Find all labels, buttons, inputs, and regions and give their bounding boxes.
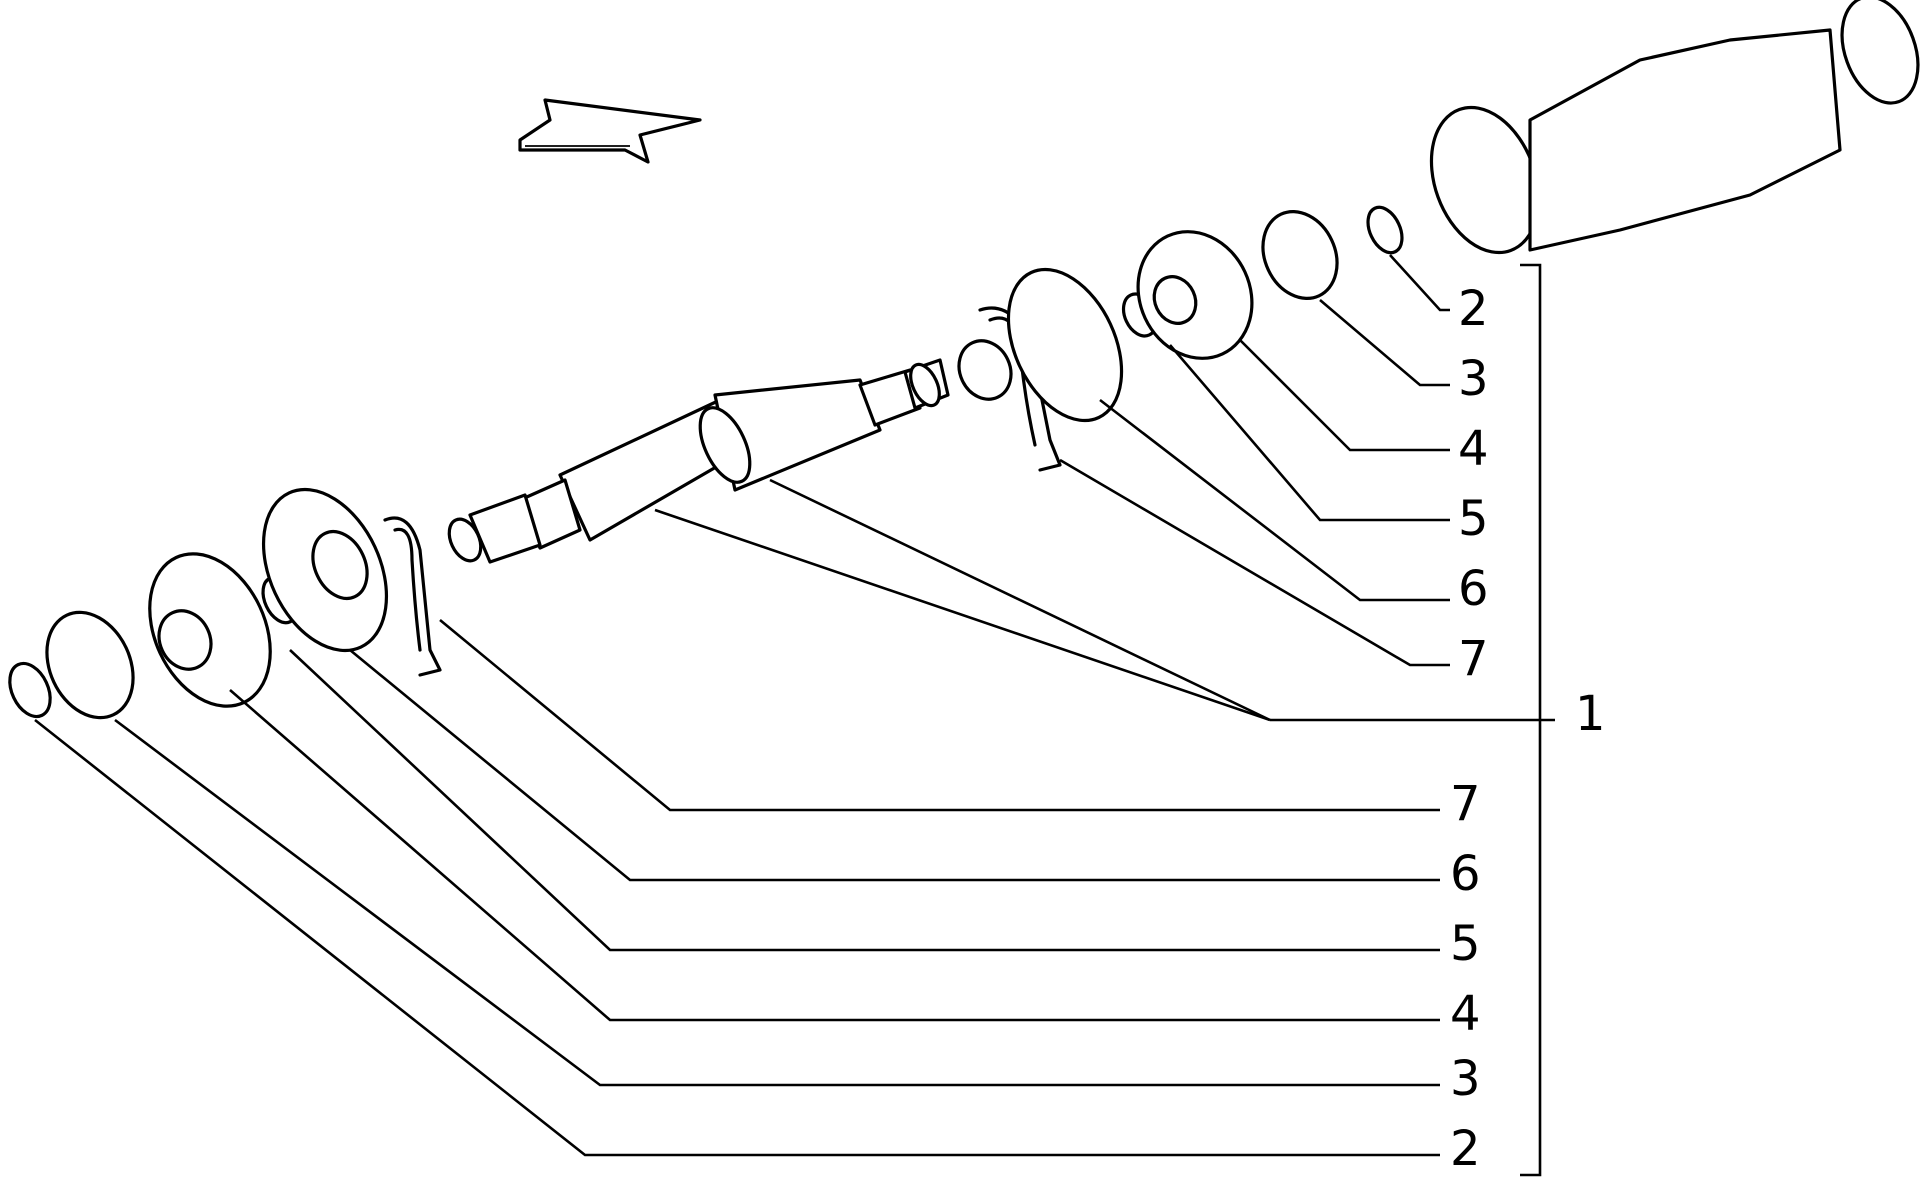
callout-6-left: 6 (1450, 846, 1481, 902)
right-cv-joint (1136, 230, 1254, 360)
callout-1-bracket: 1 (1575, 686, 1606, 742)
callout-5-left: 5 (1450, 916, 1481, 972)
callout-2-right: 2 (1458, 281, 1489, 337)
callout-6-right: 6 (1458, 561, 1489, 617)
callout-2-left: 2 (1450, 1121, 1481, 1177)
right-flange (957, 267, 1124, 423)
right-leader-lines (1059, 254, 1450, 667)
left-boot-clamp (383, 516, 442, 677)
callout-7-right: 7 (1458, 631, 1489, 687)
callout-4-right: 4 (1458, 421, 1489, 477)
arrow-left-icon (518, 98, 702, 164)
left-snap-ring (8, 661, 52, 719)
left-leader-lines (34, 618, 1440, 1157)
callout-7-left: 7 (1450, 776, 1481, 832)
left-flange (261, 487, 389, 653)
callout-5-right: 5 (1458, 491, 1489, 547)
right-snap-ring (1366, 205, 1404, 255)
right-callout-labels: 2 3 4 5 6 7 (1458, 281, 1489, 687)
callout-4-left: 4 (1450, 986, 1481, 1042)
callout-3-right: 3 (1458, 351, 1489, 407)
driveshaft (447, 358, 950, 564)
shaft-leader-lines (654, 478, 1555, 722)
right-output-housing (1429, 0, 1920, 255)
assembly-bracket (1520, 263, 1542, 1177)
left-gasket-plate (45, 610, 135, 720)
left-cv-joint (148, 552, 272, 708)
left-callout-labels: 7 6 5 4 3 2 (1450, 776, 1481, 1177)
right-gasket-plate (1261, 210, 1339, 300)
callout-3-left: 3 (1450, 1051, 1481, 1107)
